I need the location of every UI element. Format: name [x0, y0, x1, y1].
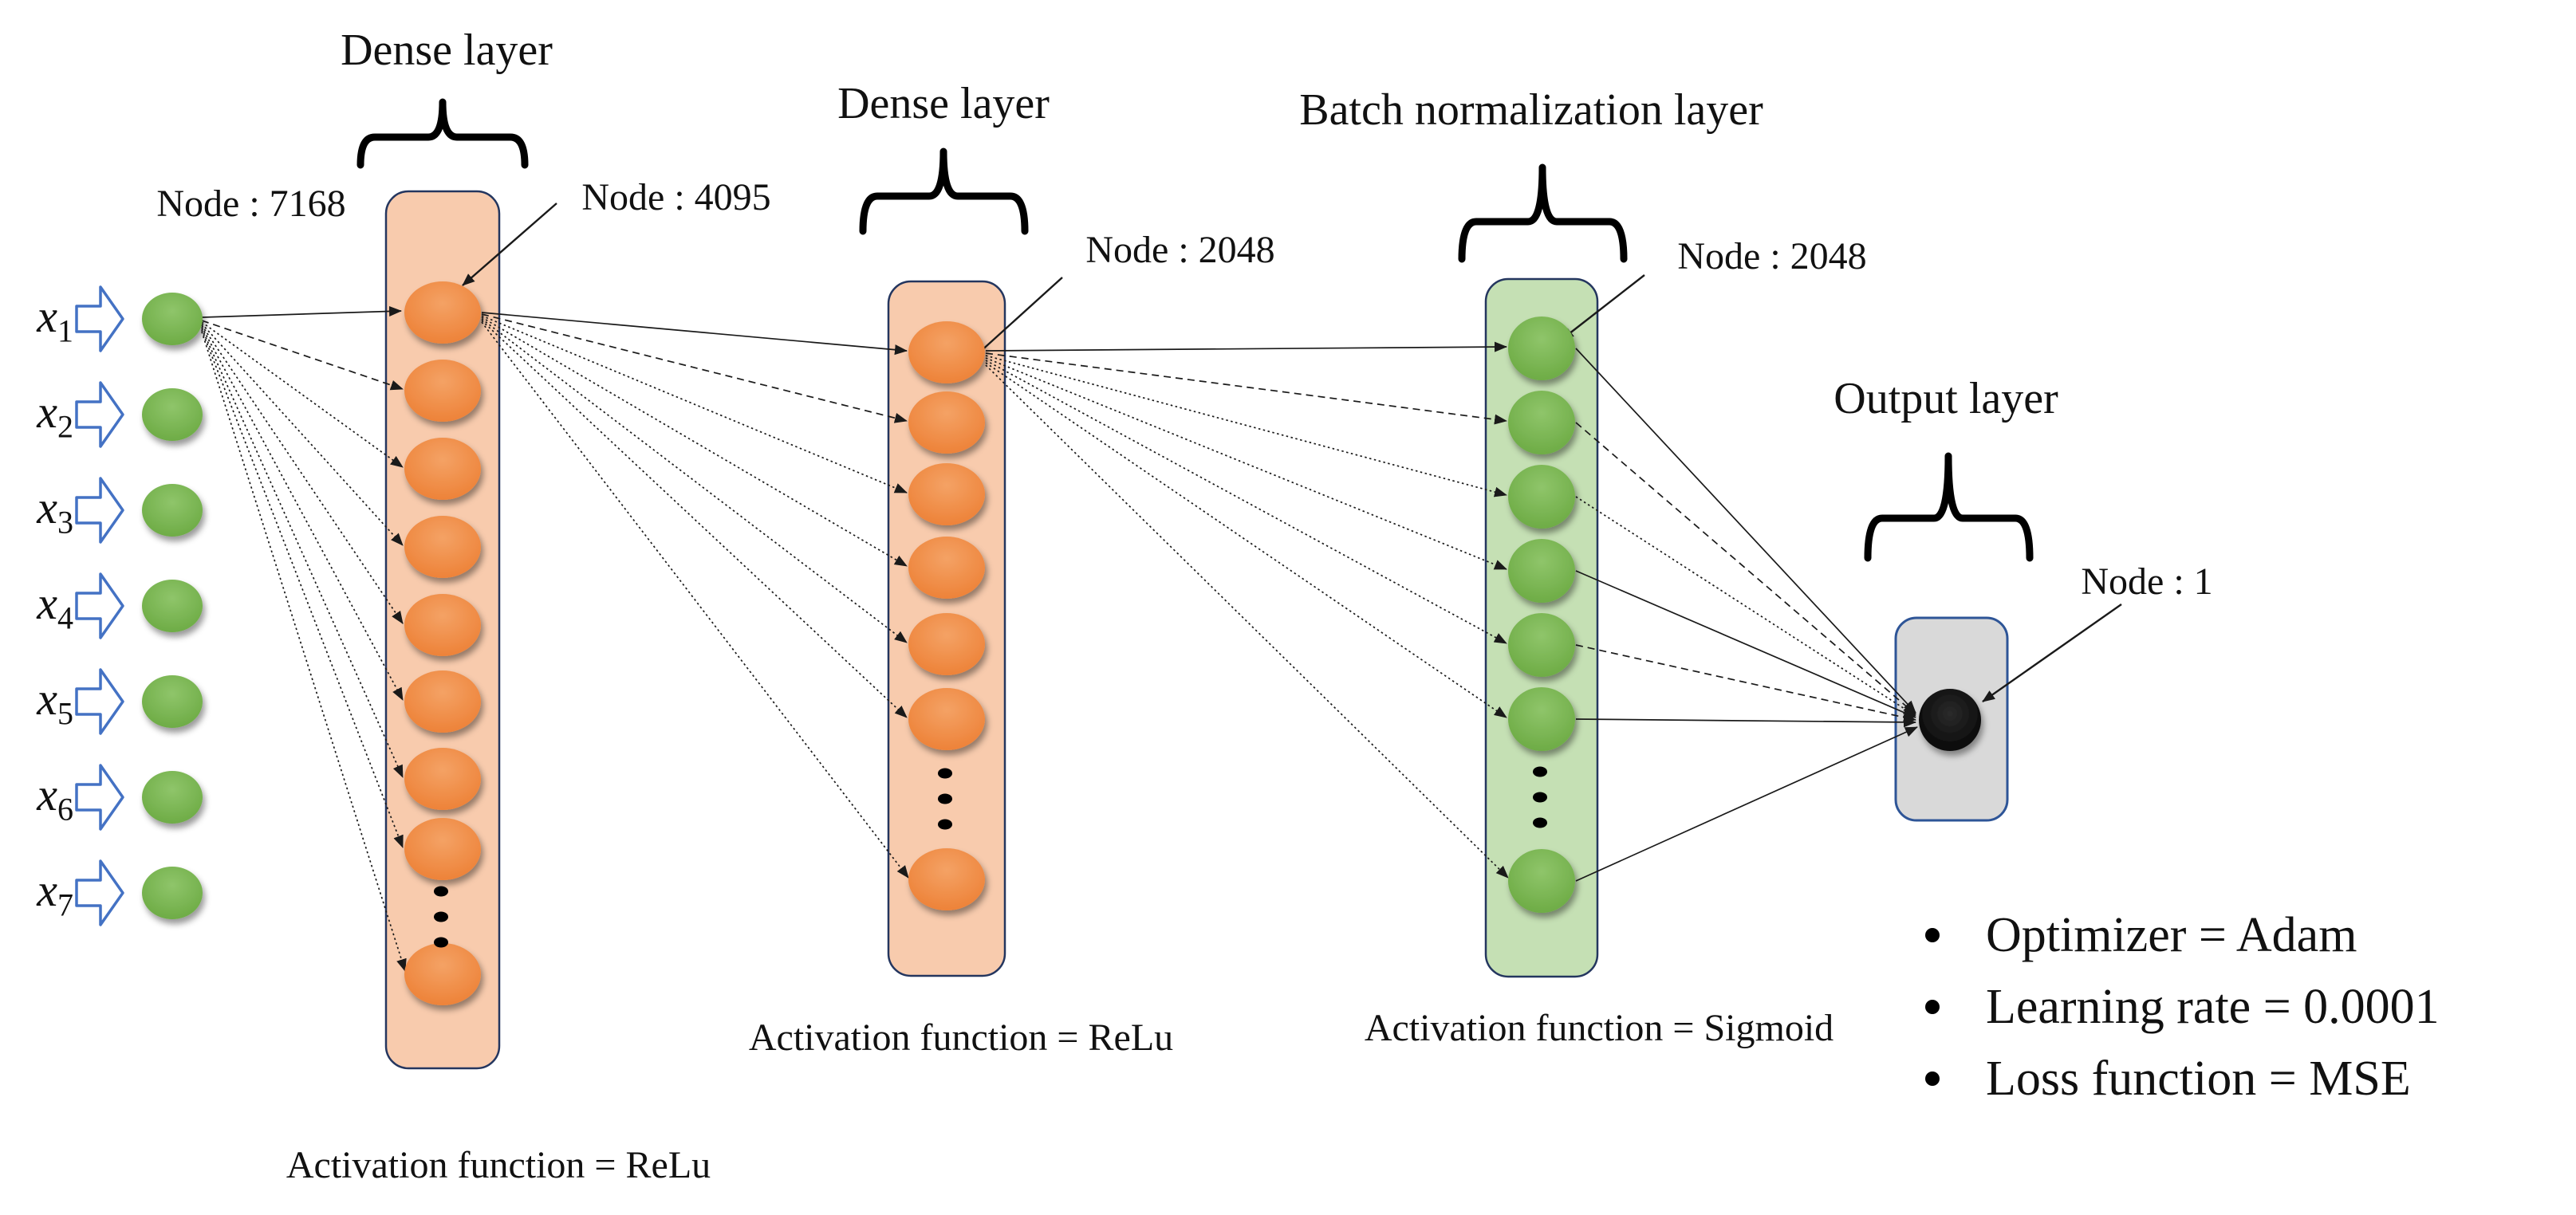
hyperparam-learning-rate: Learning rate = 0.0001	[1986, 979, 2440, 1034]
node-label-arrows	[462, 202, 2122, 702]
input-arrow-icon	[75, 285, 124, 352]
input-arrow-icon	[75, 668, 124, 735]
input-nodes	[142, 293, 203, 919]
output-title: Output layer	[1834, 374, 2058, 423]
list-item: Learning rate = 0.0001	[1925, 971, 2440, 1043]
batchnorm-brace	[1458, 163, 1628, 263]
dense1-ellipsis-dots	[434, 886, 448, 948]
input-arrow-icon	[75, 764, 124, 831]
dense1-title: Dense layer	[341, 26, 553, 75]
hyperparam-loss-function: Loss function = MSE	[1986, 1051, 2411, 1106]
input-label-x3: x3	[37, 482, 73, 541]
input-arrow-icon	[75, 572, 124, 639]
list-item: Optimizer = Adam	[1925, 899, 2440, 971]
input-arrow-icon	[75, 381, 124, 448]
dense1-nodes	[404, 281, 481, 1005]
connections-dense2-to-batchnorm	[985, 341, 1509, 879]
bullet-icon	[1925, 1071, 1940, 1086]
input-label-x7: x7	[37, 864, 73, 923]
hyperparam-optimizer: Optimizer = Adam	[1986, 907, 2357, 962]
bullet-icon	[1925, 928, 1940, 942]
input-label-x5: x5	[37, 673, 73, 732]
input-arrow-icon	[75, 859, 124, 926]
batchnorm-activation-label: Activation function = Sigmoid	[1364, 1007, 1834, 1049]
input-arrow-icon	[75, 477, 124, 544]
connections-input-to-dense1	[201, 305, 407, 972]
dense1-activation-label: Activation function = ReLu	[286, 1144, 711, 1186]
list-item: Loss function = MSE	[1925, 1043, 2440, 1115]
hyperparameter-list: Optimizer = Adam Learning rate = 0.0001 …	[1925, 899, 2440, 1115]
dense2-node-count-label: Node : 2048	[1085, 229, 1275, 271]
dense2-brace	[859, 147, 1029, 235]
layer-braces	[356, 98, 2034, 562]
input-label-x1: x1	[37, 290, 73, 349]
connections-dense1-to-dense2	[481, 312, 909, 879]
bullet-icon	[1925, 1000, 1940, 1014]
dense2-ellipsis-dots	[938, 768, 952, 830]
batchnorm-node-count-label: Node : 2048	[1677, 235, 1867, 277]
input-label-x6: x6	[37, 769, 73, 828]
dense2-nodes	[908, 321, 985, 910]
batchnorm-title: Batch normalization layer	[1299, 85, 1763, 135]
dense2-activation-label: Activation function = ReLu	[748, 1016, 1174, 1059]
output-node-count-label: Node : 1	[2081, 560, 2213, 603]
connections-batchnorm-to-output	[1575, 348, 1918, 882]
dense1-brace	[356, 98, 529, 169]
input-node-count-label: Node : 7168	[156, 183, 346, 225]
input-label-x2: x2	[37, 386, 73, 445]
output-brace	[1864, 452, 2034, 562]
batchnorm-ellipsis-dots	[1533, 766, 1547, 828]
batchnorm-nodes	[1508, 317, 1575, 913]
input-label-x4: x4	[37, 577, 73, 636]
dense2-title: Dense layer	[837, 79, 1050, 128]
input-arrows	[75, 285, 124, 926]
dense1-node-count-label: Node : 4095	[581, 176, 771, 218]
output-node	[1919, 689, 1981, 751]
